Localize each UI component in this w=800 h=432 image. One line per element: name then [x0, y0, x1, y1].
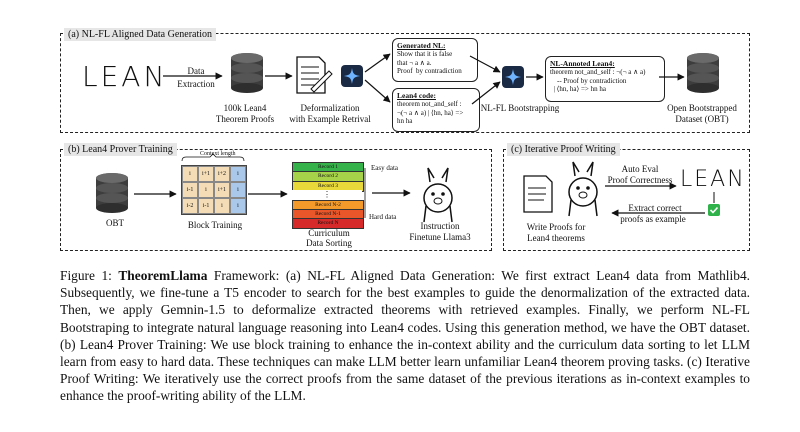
- lean4-code-box: Lean4 code: theorem not_and_self : ¬(¬ a…: [392, 88, 480, 132]
- lean4-code-body: theorem not_and_self : ¬(¬ a ∧ a) | ⟨hn,…: [397, 100, 464, 125]
- panel-c: [503, 149, 750, 251]
- obt-label-1: Open Bootstrapped: [667, 103, 737, 113]
- obt-db-label: OBT: [106, 218, 124, 228]
- write-proofs-label-2: Lean4 theorems: [527, 233, 585, 243]
- extract-label-2: proofs as example: [620, 214, 686, 224]
- grid-cell: i: [230, 182, 246, 198]
- proofs-label-1: 100k Lean4: [223, 103, 267, 113]
- proofs-database-icon: [231, 53, 263, 93]
- grid-cell: i-2: [182, 198, 198, 214]
- caption-prefix: Figure 1:: [60, 268, 119, 283]
- auto-eval-label-1: Auto Eval: [621, 164, 659, 174]
- grid-cell: i: [198, 182, 214, 198]
- data-extraction-label-1: Data: [187, 66, 205, 76]
- bootstrapping-label: NL-FL Bootstrapping: [480, 103, 560, 113]
- check-icon: [708, 204, 720, 216]
- panel-b-title: (b) Lean4 Prover Training: [64, 143, 177, 156]
- auto-eval-label-2: Proof Correctness: [607, 175, 673, 185]
- curriculum-label-2: Data Sorting: [306, 238, 352, 248]
- caption-name: TheoremLlama: [118, 268, 208, 283]
- grid-cell: i: [182, 166, 198, 182]
- document-icon: [296, 56, 333, 94]
- record-item: Record N: [292, 218, 364, 230]
- instruction-label-2: Finetune Llama3: [409, 232, 471, 242]
- gemini-to-boxes-arrows: [364, 53, 391, 103]
- gemini-icon-2: [502, 66, 524, 88]
- deformalization-label-2: with Example Retrival: [289, 114, 371, 124]
- panel-a: [60, 33, 750, 133]
- write-document-icon: [523, 175, 553, 213]
- grid-cell: i+2: [214, 166, 230, 182]
- curriculum-label-1: Curriculum: [308, 228, 350, 238]
- generated-nl-box: Generated NL: Show that it is false that…: [392, 38, 478, 82]
- context-length-brace: [181, 153, 245, 162]
- grid-cell: i-1: [182, 182, 198, 198]
- figure-caption: Figure 1: TheoremLlama Framework: (a) NL…: [60, 267, 750, 405]
- generated-nl-title: Generated NL:: [397, 41, 446, 50]
- grid-cell: i-1: [198, 198, 214, 214]
- panel-a-title: (a) NL-FL Aligned Data Generation: [64, 28, 217, 41]
- boxes-to-gemini-arrows: [469, 55, 501, 105]
- records-ellipsis: ⋮: [292, 190, 362, 200]
- gemini-icon: [341, 65, 363, 87]
- annotated-lean4-box: NL-Annoted Lean4: theorem not_and_self :…: [545, 56, 665, 102]
- grid-cell: i+1: [198, 166, 214, 182]
- hard-data-label: Hard data: [369, 213, 397, 221]
- obt-database-icon: [687, 53, 719, 93]
- caption-text: Framework: (a) NL-FL Aligned Data Genera…: [60, 268, 750, 404]
- extract-label-1: Extract correct: [628, 203, 682, 213]
- proofs-label-2: Theorem Proofs: [215, 114, 275, 124]
- generated-nl-body: Show that it is false that ¬ a ∧ a. Proo…: [397, 50, 462, 75]
- lean4-code-title: Lean4 code:: [397, 91, 436, 100]
- panel-b: [60, 149, 492, 251]
- write-proofs-label-1: Write Proofs for: [526, 222, 586, 232]
- panel-c-title: (c) Iterative Proof Writing: [507, 143, 620, 156]
- grid-cell: i+1: [214, 182, 230, 198]
- annotated-lean4-title: NL-Annoted Lean4:: [550, 59, 615, 68]
- block-training-grid: i i+1 i+2 i i-1 i i+1 i i-2 i-1 i i: [181, 165, 247, 215]
- lean-logo-small: LEAN: [680, 167, 746, 192]
- llama-icon: [423, 167, 453, 223]
- obt-label-2: Dataset (OBT): [675, 114, 729, 124]
- grid-cell: i: [230, 198, 246, 214]
- grid-cell: i: [230, 166, 246, 182]
- data-extraction-label-2: Extraction: [177, 79, 215, 89]
- annotated-lean4-body: theorem not_and_self : ¬(¬ a ∧ a) -- Pro…: [550, 68, 646, 93]
- grid-cell: i: [214, 198, 230, 214]
- obt-database-icon-b: [96, 173, 128, 213]
- block-training-label: Block Training: [187, 220, 243, 230]
- deformalization-label-1: Deformalization: [300, 103, 360, 113]
- easy-data-label: Easy data: [371, 164, 399, 172]
- context-length-label: Context length: [200, 151, 236, 157]
- lean-logo: LEAN: [82, 60, 168, 93]
- llama-icon-c: [568, 161, 598, 217]
- instruction-label-1: Instruction: [420, 221, 460, 231]
